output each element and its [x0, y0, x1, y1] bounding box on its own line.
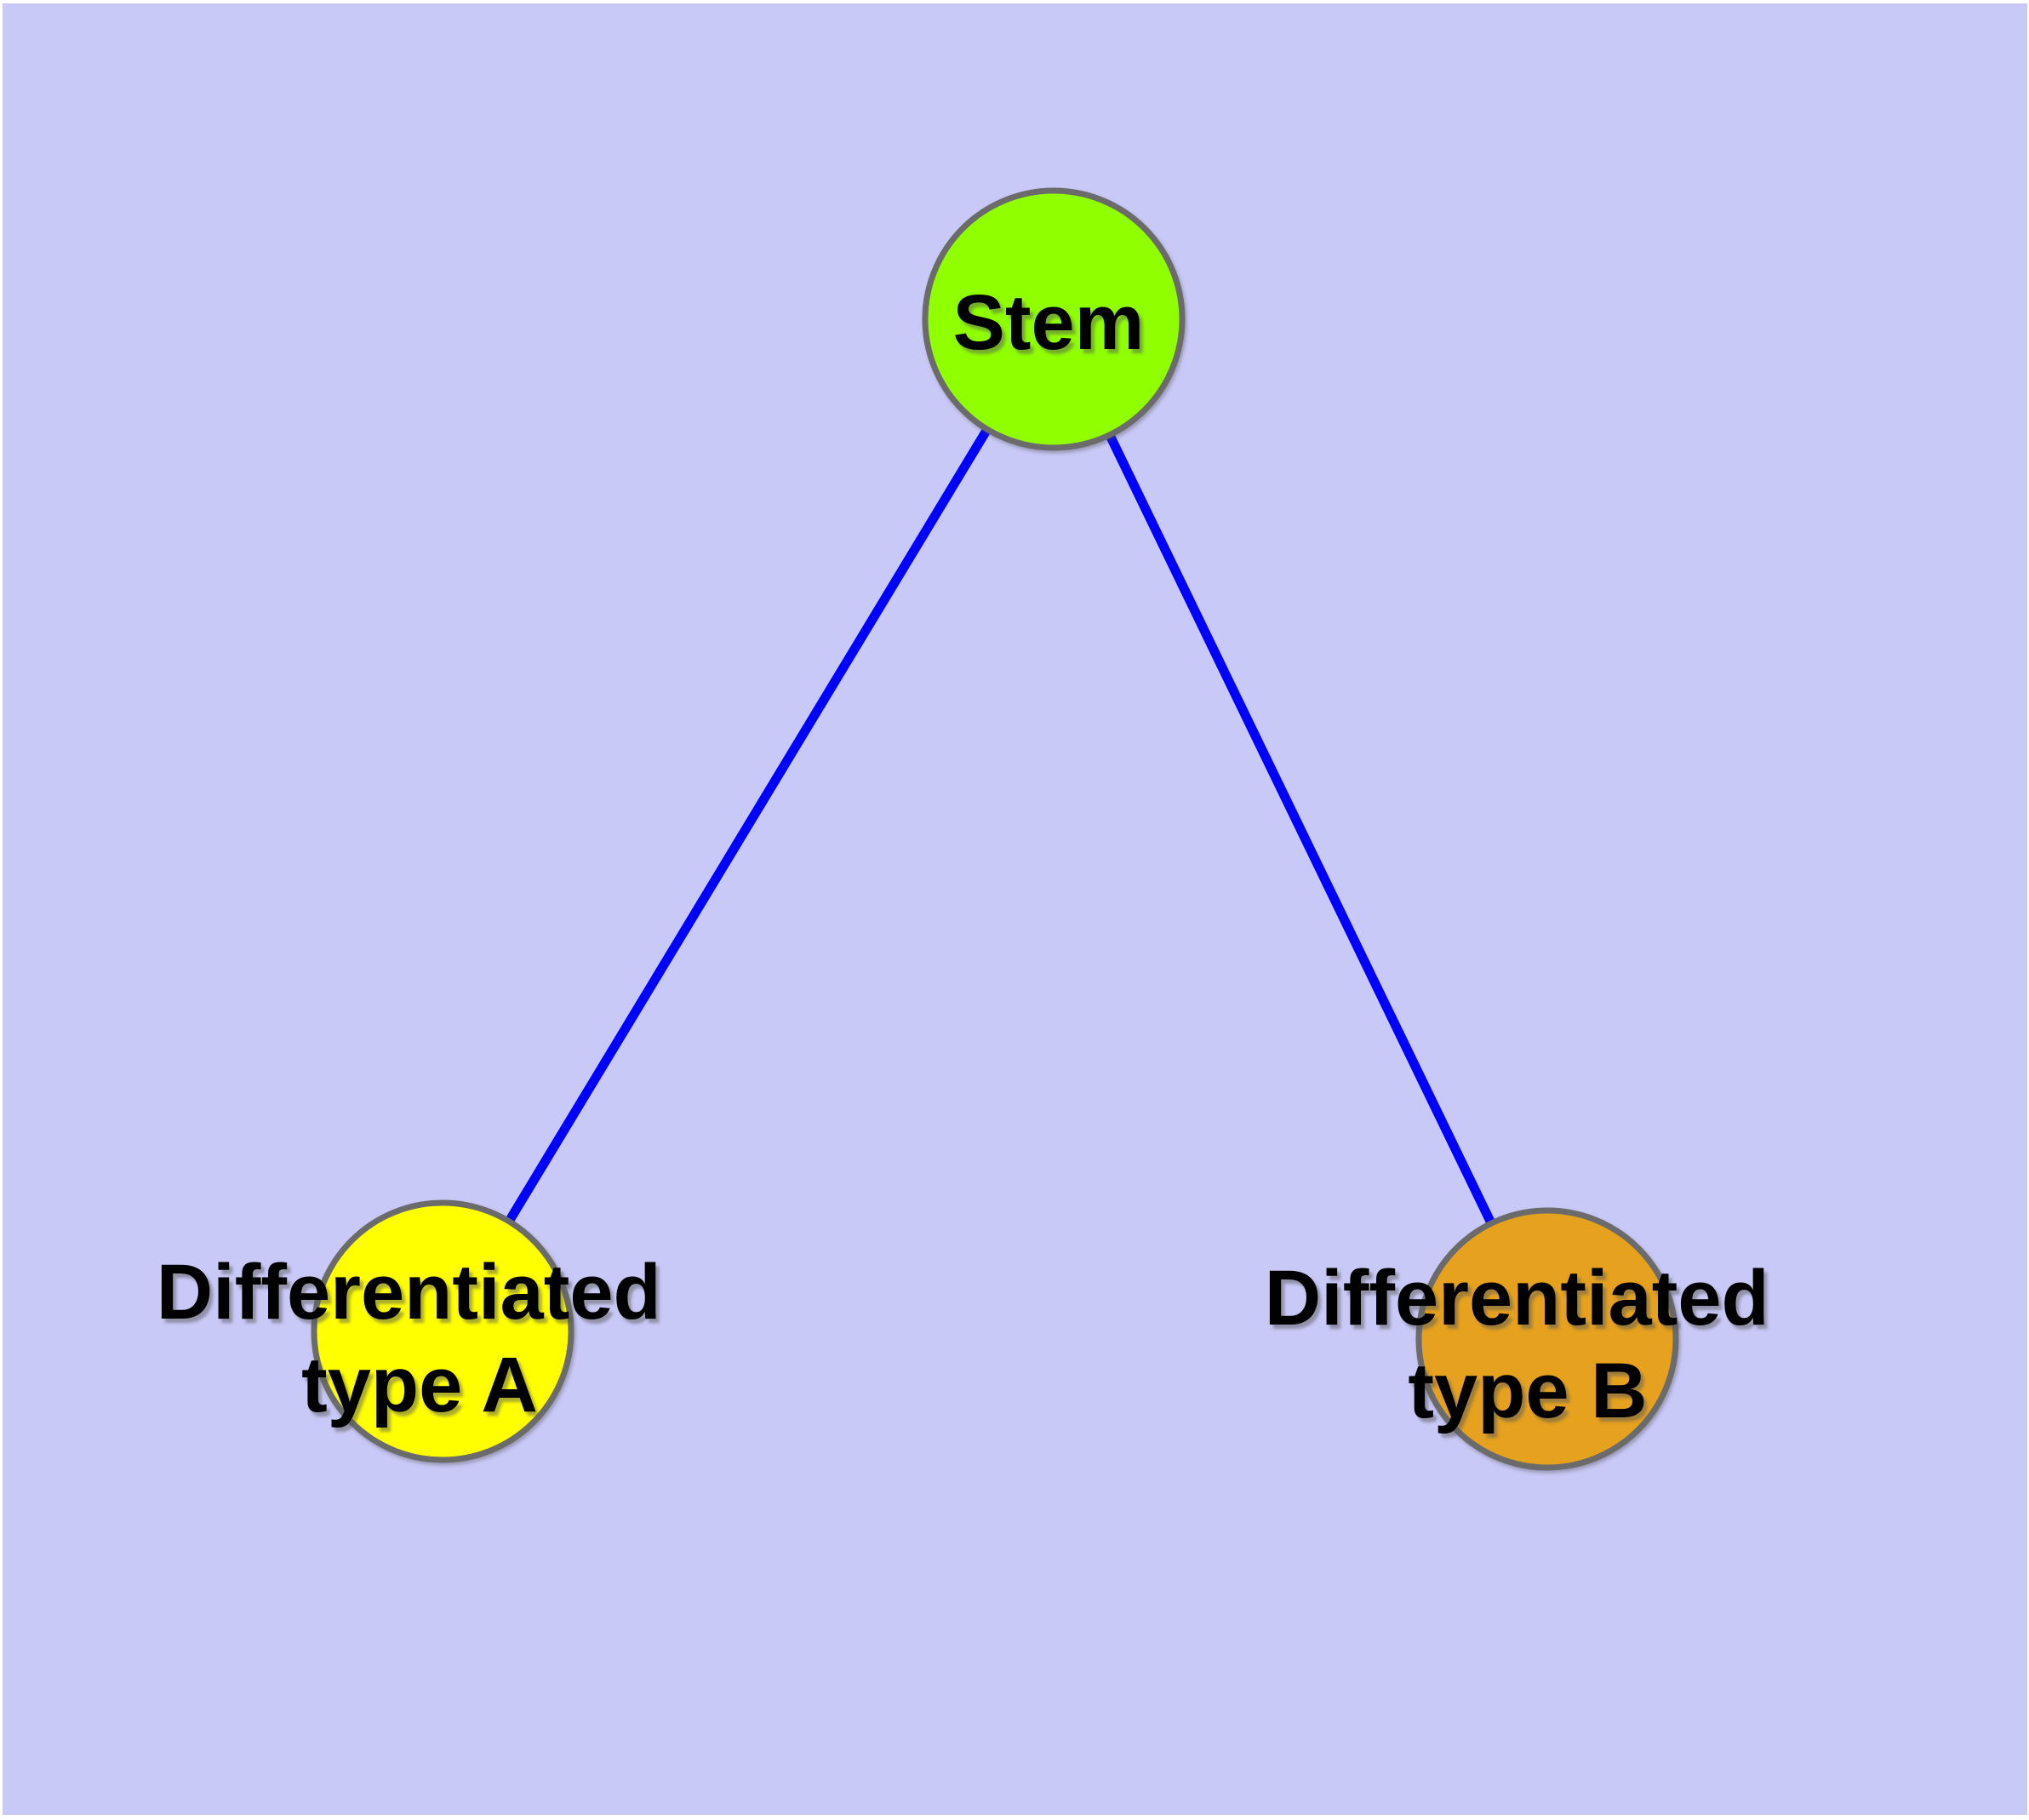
edge-stem-to-type-b [1049, 317, 1552, 1342]
node-differentiated-type-a-circle [311, 1199, 574, 1463]
node-differentiated-type-b-label-line-2: type B [1408, 1348, 1647, 1434]
node-differentiated-type-a-label-line-1: Differentiated [157, 1249, 661, 1336]
node-differentiated-type-a-label-line-2: type A [301, 1342, 538, 1428]
node-differentiated-type-b-label-line-1: Differentiated [1265, 1255, 1769, 1342]
edge-stem-to-type-a [438, 317, 1058, 1334]
node-differentiated-type-b-circle [1415, 1207, 1679, 1471]
node-differentiated-type-b-label: Differentiated type B [1265, 1255, 1792, 1434]
node-differentiated-type-a-label: Differentiated type A [157, 1249, 683, 1428]
node-stem-label: Stem [953, 279, 1145, 366]
node-stem-circle [922, 187, 1186, 451]
